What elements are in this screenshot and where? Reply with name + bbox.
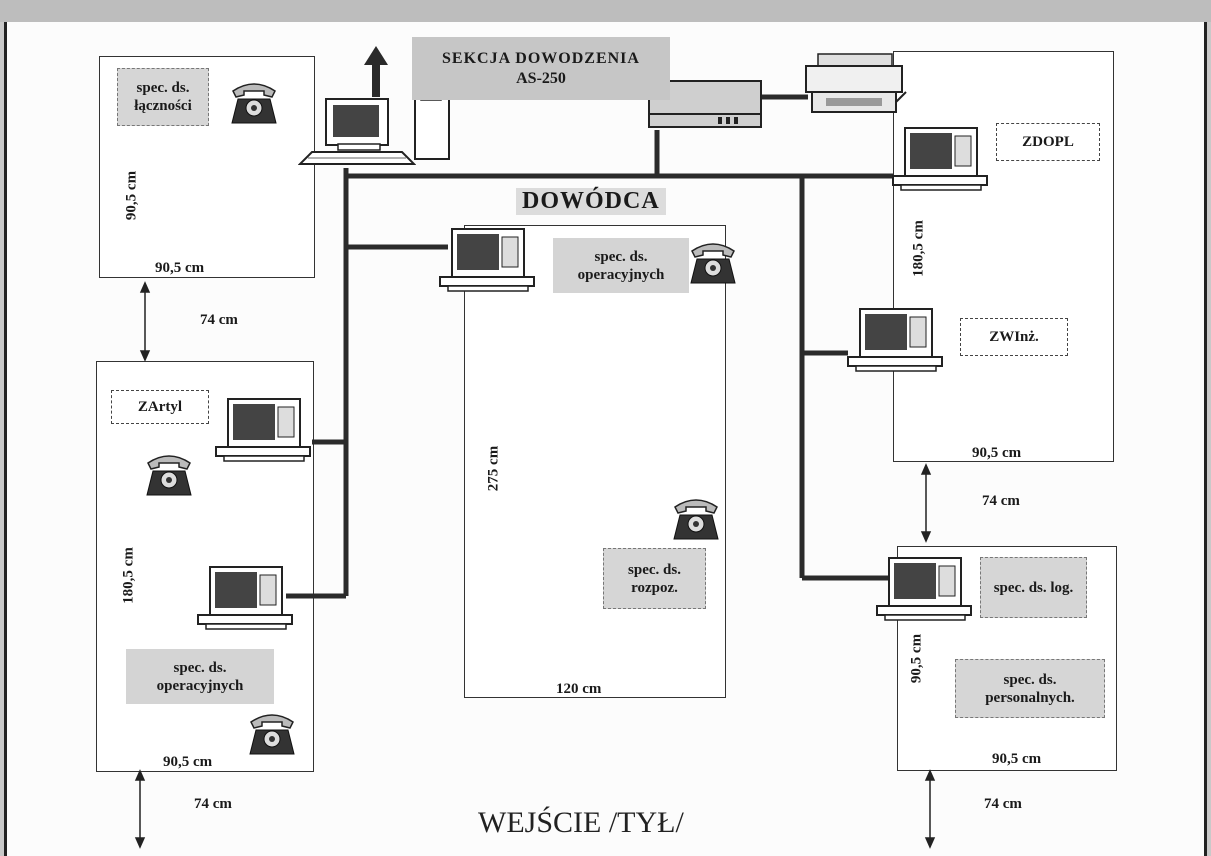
dim-center-width: 120 cm xyxy=(556,681,602,697)
gap-right-upper: 74 cm xyxy=(982,493,1020,509)
dim-mid-left-width: 90,5 cm xyxy=(163,754,213,770)
command-section-line2: AS-250 xyxy=(516,69,566,87)
printer-icon xyxy=(805,53,907,113)
computer-icon xyxy=(876,557,972,621)
room-top-right xyxy=(893,51,1114,462)
dim-bottom-right-height: 90,5 cm xyxy=(908,633,925,684)
tag-zartyl: ZArtyl xyxy=(111,390,209,424)
dim-top-right-height: 180,5 cm xyxy=(910,220,927,277)
top-band xyxy=(0,0,1211,22)
label-rozpoz: spec. ds. rozpoz. xyxy=(603,548,706,609)
exit-label: WEJŚCIE /TYŁ/ xyxy=(478,806,684,839)
command-section-line1: SEKCJA DOWODZENIA xyxy=(442,50,640,68)
telephone-icon xyxy=(690,243,736,284)
arrow-up-icon xyxy=(364,46,388,97)
dim-bottom-right-width: 90,5 cm xyxy=(992,751,1042,767)
dim-top-left-width: 90,5 cm xyxy=(155,260,205,276)
tag-zdopl: ZDOPL xyxy=(996,123,1100,161)
telephone-icon xyxy=(673,499,719,540)
dim-top-left-height: 90,5 cm xyxy=(123,170,140,221)
telephone-icon xyxy=(146,455,192,496)
label-lacznosci: spec. ds. łączności xyxy=(117,68,209,126)
dim-mid-left-height: 180,5 cm xyxy=(120,547,137,604)
label-log: spec. ds. log. xyxy=(980,557,1087,618)
computer-icon xyxy=(215,398,311,462)
dim-top-right-width: 90,5 cm xyxy=(972,445,1022,461)
computer-icon xyxy=(439,228,535,292)
gap-left-lower: 74 cm xyxy=(194,796,232,812)
label-operacyjnych-left: spec. ds. operacyjnych xyxy=(126,649,274,704)
gap-left-upper: 74 cm xyxy=(200,312,238,328)
computer-icon xyxy=(847,308,943,372)
telephone-icon xyxy=(249,714,295,755)
label-operacyjnych-center: spec. ds. operacyjnych xyxy=(553,238,689,293)
computer-icon xyxy=(298,98,416,165)
command-section-label: SEKCJA DOWODZENIA AS-250 xyxy=(412,37,670,100)
dim-center-height: 275 cm xyxy=(485,445,502,492)
tag-zwinz: ZWInż. xyxy=(960,318,1068,356)
commander-header: DOWÓDCA xyxy=(516,188,666,215)
label-personalnych: spec. ds. personalnych. xyxy=(955,659,1105,718)
computer-icon xyxy=(197,566,293,630)
computer-icon xyxy=(892,127,988,191)
gap-right-lower: 74 cm xyxy=(984,796,1022,812)
room-center xyxy=(464,225,726,698)
telephone-icon xyxy=(231,83,277,124)
